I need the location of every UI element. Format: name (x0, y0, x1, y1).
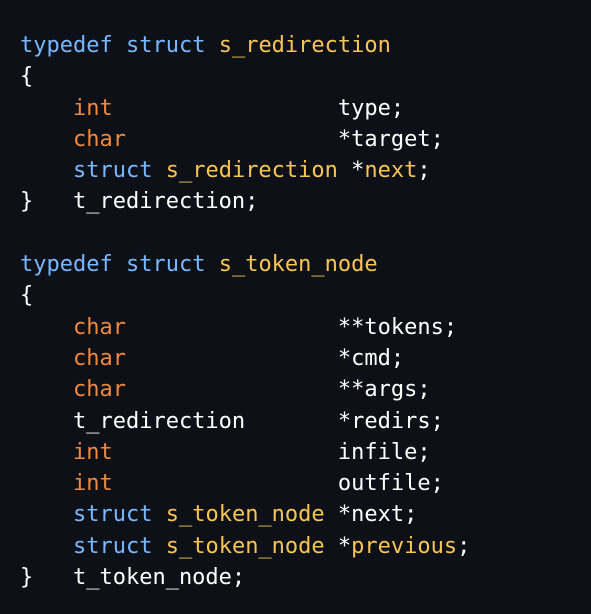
code-token (205, 33, 218, 58)
code-token: struct (72, 158, 153, 184)
code-token: struct (72, 502, 153, 528)
code-token: int (72, 95, 113, 121)
code-token: s_token_node (165, 533, 325, 559)
code-token: struct (125, 33, 206, 58)
code-token (152, 502, 165, 527)
code-token: int (72, 439, 113, 465)
code-token (20, 96, 73, 121)
code-token: type; (112, 95, 405, 121)
code-token: char (72, 126, 126, 152)
code-line: struct s_token_node *next; (20, 499, 470, 530)
code-token: *target; (125, 126, 444, 152)
code-line: int type; (20, 93, 470, 124)
code-token: int (72, 471, 113, 497)
code-token: } t_redirection; (20, 189, 259, 215)
code-token: * (337, 158, 365, 184)
code-token: { (20, 64, 34, 90)
code-line: struct s_redirection *next; (20, 155, 470, 186)
code-token (20, 127, 73, 152)
code-line: int outfile; (20, 468, 470, 499)
code-token: infile; (112, 439, 431, 465)
code-token: s_token_node (218, 252, 378, 278)
code-token: **args; (125, 377, 431, 403)
code-line: int infile; (20, 437, 470, 468)
code-line (20, 218, 470, 249)
code-token (20, 471, 73, 496)
code-token (20, 534, 73, 559)
code-token: next (364, 158, 418, 184)
code-token (152, 534, 165, 559)
code-token: } t_token_node; (20, 565, 246, 591)
code-line: } t_token_node; (20, 562, 470, 593)
code-token: s_redirection (165, 158, 338, 184)
code-line: char *target; (20, 124, 470, 155)
code-token (113, 252, 126, 277)
code-token: previous (351, 533, 458, 559)
code-token (113, 33, 126, 58)
code-block[interactable]: typedef struct s_redirection{ int type; … (20, 30, 470, 593)
code-token: ; (417, 158, 431, 184)
code-token (20, 440, 73, 465)
code-token: * (324, 533, 352, 559)
code-token: t_redirection *redirs; (20, 408, 444, 434)
code-token (20, 377, 73, 402)
code-token: { (20, 283, 34, 309)
code-token (152, 158, 165, 183)
code-token: char (72, 314, 126, 340)
code-line: char **tokens; (20, 312, 470, 343)
code-line: typedef struct s_token_node (20, 249, 470, 280)
code-token: *next; (324, 502, 418, 528)
code-token: struct (125, 252, 206, 278)
code-line: t_redirection *redirs; (20, 406, 470, 437)
code-token: typedef (20, 33, 113, 58)
code-token: outfile; (112, 471, 444, 497)
code-token: ; (457, 533, 471, 559)
code-token: **tokens; (125, 314, 458, 340)
code-line: { (20, 61, 470, 92)
code-token: char (72, 345, 126, 371)
code-token (205, 252, 218, 277)
code-token: s_token_node (165, 502, 325, 528)
code-token (20, 315, 73, 340)
code-line: { (20, 280, 470, 311)
code-token: *cmd; (125, 345, 405, 371)
code-line: char *cmd; (20, 343, 470, 374)
code-token: typedef (20, 252, 113, 278)
code-token (20, 158, 73, 183)
code-line: } t_redirection; (20, 186, 470, 217)
code-token: s_redirection (218, 33, 391, 58)
code-token: char (72, 377, 126, 403)
code-line: typedef struct s_redirection (20, 30, 470, 61)
code-token (20, 502, 73, 527)
code-token: struct (72, 533, 153, 559)
code-line: char **args; (20, 374, 470, 405)
code-token (20, 346, 73, 371)
code-line: struct s_token_node *previous; (20, 531, 470, 562)
